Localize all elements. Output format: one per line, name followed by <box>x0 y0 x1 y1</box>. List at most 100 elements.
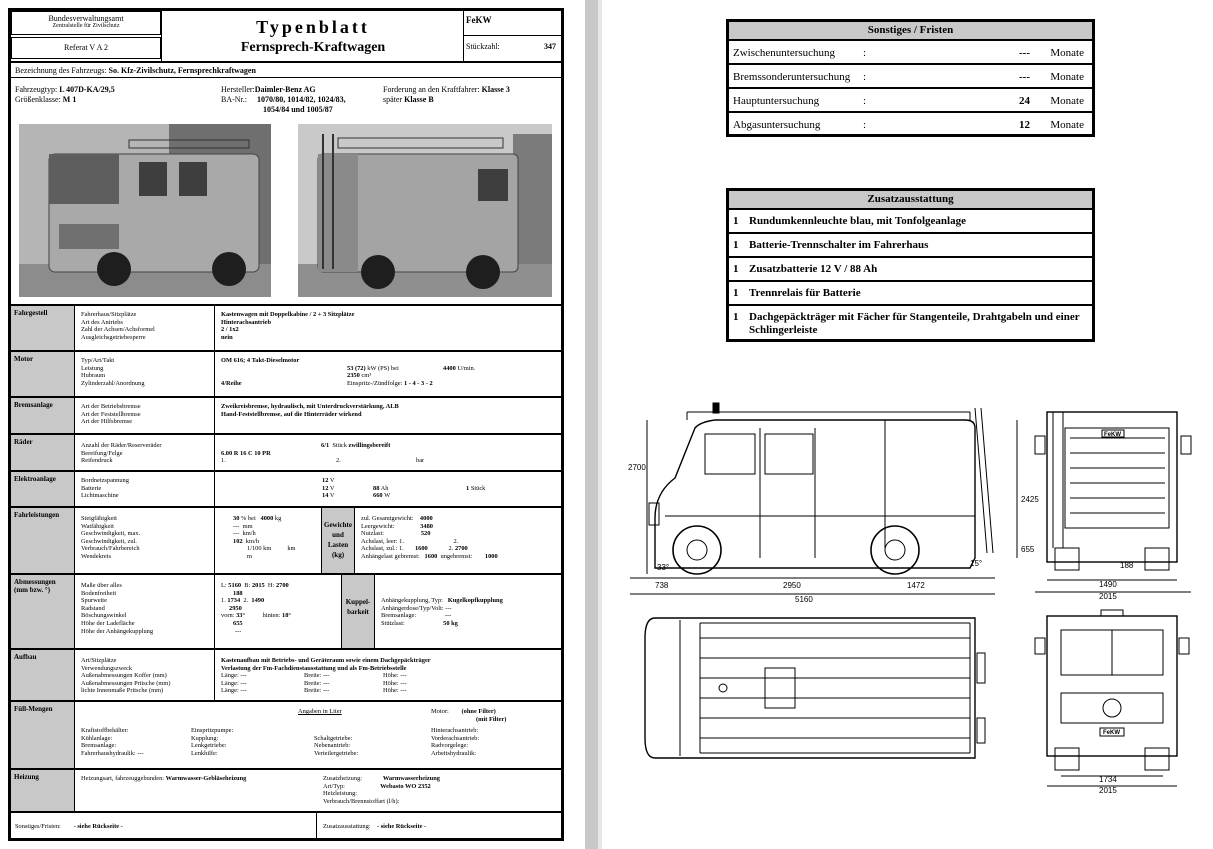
section-label: Aufbau <box>11 650 75 700</box>
displacement-value: 2350 <box>347 372 360 380</box>
zusatz-qty: 1 <box>733 215 739 227</box>
fristen-unit: Monate <box>1050 95 1084 107</box>
Bv: 2015 <box>251 582 265 589</box>
zusatz-row: 1 Dachgepäckträger mit Fächer für Stangen… <box>729 306 1092 339</box>
k3v: --- <box>444 612 452 620</box>
b2: Kupplung: <box>191 734 219 742</box>
van-rear-photo-image <box>298 124 552 297</box>
sp2: 2. <box>243 597 249 605</box>
motor-rpm: 4400 U/min. <box>443 365 475 373</box>
technical-drawing: 2700 2425 655 738 2950 1472 5160 33° 15°… <box>628 402 1192 794</box>
el-unit-2: V <box>329 484 335 492</box>
sp2v: 1490 <box>251 597 265 605</box>
fl-l6: Wendekreis <box>81 552 112 560</box>
a3: Bremsanlage: <box>81 742 117 750</box>
L: L: <box>221 582 227 589</box>
el-v1: 12 <box>322 477 329 484</box>
van-front-photo-image <box>19 124 271 297</box>
dim-width-front: 2015 <box>1099 786 1117 794</box>
fl-l4: Geschwindigkeit, zul. <box>81 537 137 545</box>
ba-value-2: 1054/84 und 1005/87 <box>263 105 333 114</box>
ho-1: Höhe: <box>383 672 399 680</box>
au-l4: Außenabmessungen Pritsche (mm) <box>81 679 171 687</box>
boden: 188 <box>233 589 243 597</box>
mo-l3: Hubraum <box>81 372 106 380</box>
fahrleistung-values: 30 % bei 4000 kg --- mm --- km/h 102 km/… <box>233 515 295 561</box>
z2: Art/Typ: <box>323 782 345 790</box>
steig-u: % bei <box>241 515 256 522</box>
vornv: 33° <box>236 612 246 620</box>
motor-b: (mit Filter) <box>476 715 507 723</box>
ra-l3: Reifendruck <box>81 457 113 465</box>
size-label: Größenklasse: <box>15 95 61 104</box>
rear-view-outline <box>1034 411 1192 571</box>
zusatz-title: Zusatzausstattung <box>729 191 1092 210</box>
designation-line <box>11 77 561 78</box>
motor-lab: Motor: <box>431 708 449 715</box>
br-l1: Art der Betriebsbremse <box>81 403 141 410</box>
section-footer: Sonstiges/Fristen: - siehe Rückseite - Z… <box>11 811 561 838</box>
au-l3: Außenabmessungen Koffer (mm) <box>81 672 167 680</box>
zusatz-qty: 1 <box>733 263 739 275</box>
H: H: <box>267 582 275 589</box>
driver-label: Forderung an den Kraftfahrer: <box>383 85 480 94</box>
heizung-main: Heizungsart, fahrzeuggebunden: Warmwasse… <box>81 775 246 783</box>
count-label: Stückzahl: <box>466 42 500 51</box>
header-divider-right <box>463 11 464 61</box>
zusatz-text: Dachgepäckträger mit Fächer für Stangent… <box>749 311 1080 336</box>
hinten: hinten: <box>262 612 281 620</box>
abmessung-values: L: 5160 B: 2015 H: 2700 188 1. 1734 2. 1… <box>221 582 291 635</box>
zusatz-text: Trennrelais für Batterie <box>749 287 861 299</box>
br-3v: --- <box>323 687 330 695</box>
dim-overhang-front: 738 <box>655 581 669 590</box>
motor-a: (ohne Filter) <box>461 708 496 715</box>
ab-l4: Radstand <box>81 604 105 612</box>
later-label: später <box>383 95 403 104</box>
fristen-value: 24 <box>1019 95 1030 107</box>
heizung-extra: Zusatzheizung: Warmwasserheizung Art/Typ… <box>323 775 440 805</box>
dim-floor-height: 655 <box>1021 545 1035 554</box>
mo-l1: Typ/Art/Takt <box>81 357 115 364</box>
k2v: --- <box>445 604 452 612</box>
maker-value: Daimler-Benz AG <box>254 85 316 94</box>
len-1: Länge: <box>221 672 239 680</box>
fristen-unit: Monate <box>1050 71 1084 83</box>
g1: zul. Gesamtgewicht: <box>361 515 414 522</box>
g3v: 520 <box>420 530 431 538</box>
tyres-value: 6.00 R 16 C 10 PR <box>221 449 271 457</box>
page-gutter <box>585 0 598 849</box>
fg-v4: nein <box>221 333 233 341</box>
section-label: Fahrleistungen <box>11 508 75 573</box>
k2: Anhängerdose/Typ/Volt: <box>381 604 444 612</box>
sheet-header: Bundesverwaltungsamt Zentralstelle für Z… <box>11 11 561 63</box>
later-value: Klasse B <box>404 95 434 104</box>
fristen-unit: Monate <box>1050 47 1084 59</box>
firing-label: Einspritz-/Zündfolge: <box>347 379 403 387</box>
ab-l6: Höhe der Ladefläche <box>81 619 135 627</box>
g5: Achslast, zul.: 1. <box>361 545 404 553</box>
zusatz-qty: 1 <box>733 311 739 323</box>
fristen-value: --- <box>1019 71 1030 83</box>
wat-v: --- <box>233 522 240 530</box>
firing-value: 1 - 4 - 3 - 2 <box>403 379 433 387</box>
au-l2: Verwendungszweck <box>81 664 133 672</box>
col-divider <box>214 352 215 396</box>
page-gutter-shadow <box>598 0 602 849</box>
displacement-unit: cm³ <box>361 372 372 380</box>
z1v: Warmwasserheizung <box>382 775 440 782</box>
dim-overhang-rear: 1472 <box>907 581 925 590</box>
d3: Radvorgelege: <box>431 742 469 750</box>
rear-wheel <box>870 525 920 575</box>
fristen-title: Sonstiges / Fristen <box>729 22 1092 41</box>
fl-l5: Verbrauch/Fahrbereich <box>81 545 140 553</box>
c4: Verteilergetriebe: <box>314 749 359 757</box>
